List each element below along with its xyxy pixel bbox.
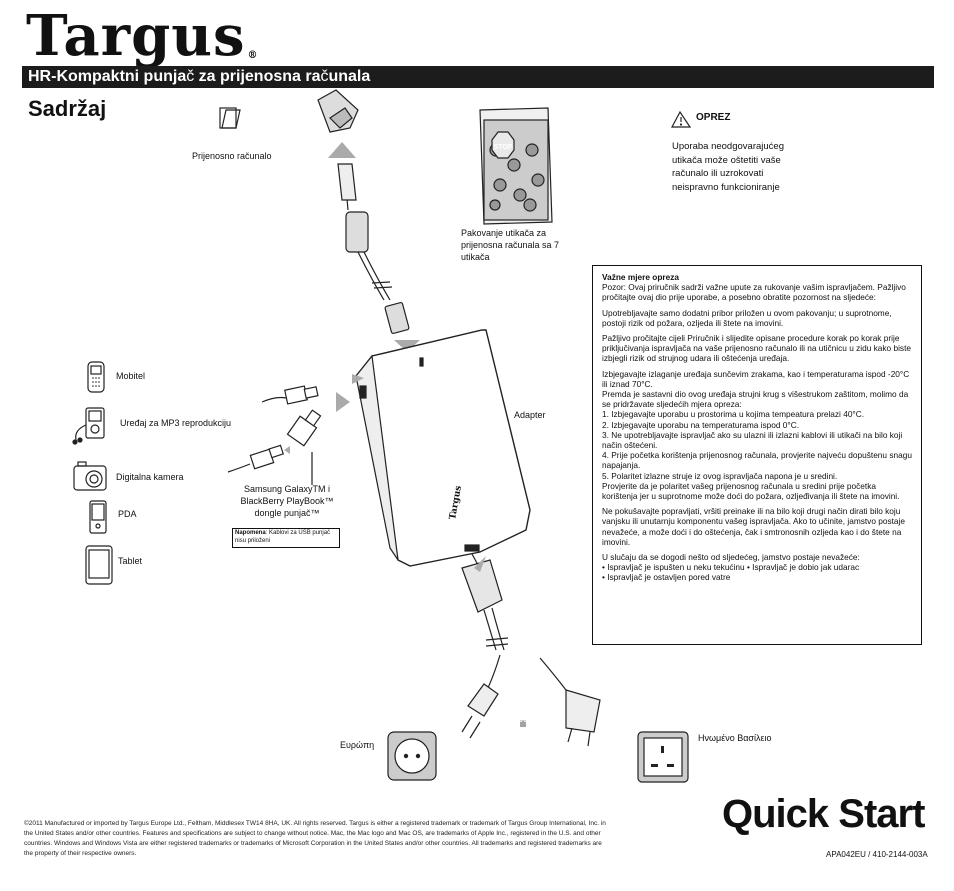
warning-paragraph: Pažljivo pročitajte cijeli Priručnik i s…	[602, 333, 911, 364]
title-part2: č	[186, 68, 195, 85]
title-bar: HR-Kompaktni punjač za prijenosna računa…	[22, 66, 934, 88]
mp3-player-icon	[72, 407, 105, 445]
mp3-label: Uređaj za MP3 reprodukciju	[120, 418, 232, 428]
logo-text: Targus	[26, 3, 246, 69]
safety-warnings-box: Važne mjere opreza Pozor: Ovaj priručnik…	[592, 265, 922, 645]
warning-paragraph: Ne pokušavajte popravljati, vršiti prein…	[602, 506, 906, 547]
quick-start-title: Quick Start	[722, 792, 925, 836]
note-bold: Napomena	[235, 530, 266, 536]
title-part5: unala	[328, 68, 371, 85]
eu-plug-icon	[461, 654, 501, 739]
caution-text: Uporaba neodgovarajućeg utikača može ošt…	[672, 141, 784, 193]
warning-paragraph: U slučaju da se dogodi nešto od sljedeće…	[602, 552, 860, 583]
dongle-icon	[286, 409, 322, 485]
tablet-icon	[85, 545, 113, 585]
pda-icon	[89, 500, 107, 534]
arrow-up-icon	[328, 142, 356, 158]
stop-sign-text: STOP	[494, 144, 513, 151]
uk-plug-icon	[539, 657, 601, 747]
tips-label: Pakovanje utikača za prijenosna računala…	[461, 228, 560, 262]
note-box: Napomena: Kablovi za USB punjač nisu pri…	[232, 528, 340, 548]
pda-label: PDA	[118, 509, 137, 519]
arrow-down-icon	[394, 340, 420, 352]
title-part4: č	[320, 68, 329, 85]
adapter-icon	[355, 329, 531, 567]
registered-mark: ®	[247, 50, 259, 61]
targus-logo: Targus®	[26, 3, 259, 69]
usb-cable-icon	[227, 385, 319, 473]
digital-camera-icon	[73, 461, 107, 491]
europe-label: Ευρώπη	[340, 740, 375, 750]
warning-paragraph: Upotrebljavajte samo dodatni pribor pril…	[602, 307, 892, 328]
mobile-phone-icon	[87, 361, 105, 393]
legal-footer: ©2011 Manufactured or imported by Targus…	[24, 820, 606, 857]
title-part3: za prijenosna ra	[194, 68, 321, 85]
arrow-right-icon	[336, 392, 350, 412]
warnings-title: Važne mjere opreza	[602, 272, 680, 282]
mobile-label: Mobitel	[116, 371, 146, 381]
tips-pack-icon	[479, 107, 553, 225]
tablet-label: Tablet	[118, 556, 143, 566]
adapter-label: Adapter	[514, 410, 546, 420]
or-label: ili	[520, 719, 526, 729]
title-part1: HR-Kompaktni punja	[28, 68, 187, 85]
uk-label: Ηνωμένο Βασίλειο	[698, 733, 772, 743]
eu-socket-icon	[387, 731, 437, 781]
laptop-label: Prijenosno računalo	[192, 151, 272, 161]
warning-paragraph: Izbjegavajte izlaganje uređaja sunčevim …	[602, 368, 912, 502]
caution-title: OPREZ	[696, 112, 731, 123]
note-text: : Kablovi za USB punjač nisu priloženi	[235, 530, 331, 544]
camera-label: Digitalna kamera	[116, 472, 184, 482]
laptop-plug-icon	[317, 89, 359, 133]
document-code: APA042EU / 410-2144-003A	[826, 850, 928, 859]
warning-paragraph: Pozor: Ovaj priručnik sadrži važne upute…	[602, 282, 906, 303]
uk-socket-icon	[637, 731, 689, 783]
dongle-label: Samsung GalaxyTM i BlackBerry PlayBook™ …	[240, 484, 334, 518]
laptop-icon	[219, 107, 241, 129]
contents-heading: Sadržaj	[28, 96, 107, 121]
